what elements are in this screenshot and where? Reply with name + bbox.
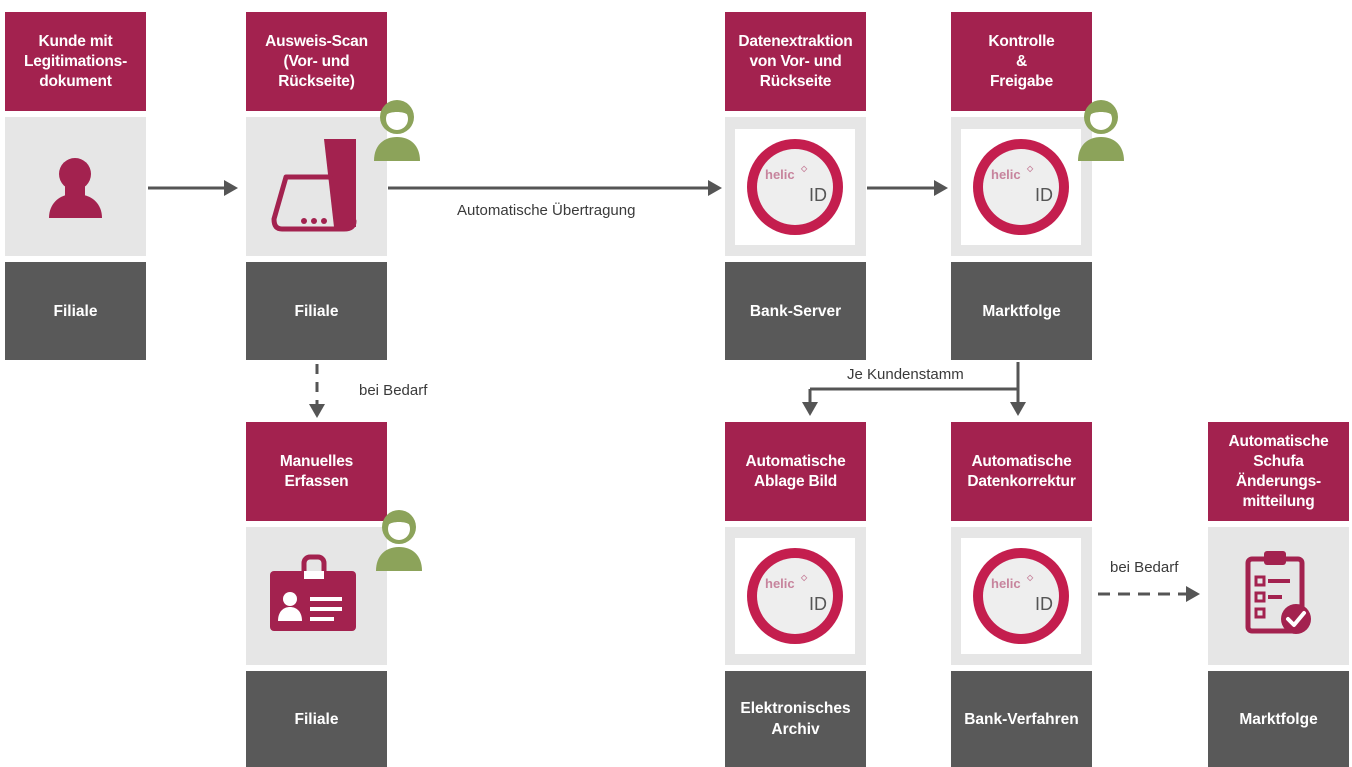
helic-id-logo-icon: helic ◇ ID (747, 548, 843, 644)
panel-extraktion: helic ◇ ID (725, 117, 866, 256)
helic-id-logo-icon: helic ◇ ID (747, 139, 843, 235)
svg-text:◇: ◇ (800, 573, 808, 582)
header-kontrolle: Kontrolle & Freigabe (951, 12, 1092, 111)
helic-logo-frame: helic ◇ ID (735, 538, 855, 654)
header-schufa: Automatische Schufa Änderungs- mitteilun… (1208, 422, 1349, 521)
svg-text:helic: helic (991, 576, 1021, 591)
label-je-kundenstamm: Je Kundenstamm (844, 366, 967, 383)
svg-text:helic: helic (765, 167, 795, 182)
id-card-icon (270, 554, 356, 631)
helic-logo-frame: helic ◇ ID (961, 538, 1081, 654)
panel-ablage: helic ◇ ID (725, 527, 866, 665)
clipboard-check-icon (1245, 551, 1311, 634)
user-badge-icon (1078, 100, 1124, 161)
svg-text:ID: ID (809, 594, 827, 614)
panel-kontrolle: helic ◇ ID (951, 117, 1092, 256)
panel-scan (246, 117, 387, 256)
label-auto-transfer: Automatische Übertragung (457, 202, 636, 219)
label-bei-bedarf-1: bei Bedarf (359, 382, 428, 399)
svg-text:ID: ID (1035, 185, 1053, 205)
svg-text:◇: ◇ (800, 164, 808, 173)
panel-korrektur: helic ◇ ID (951, 527, 1092, 665)
helic-logo-frame: helic ◇ ID (735, 129, 855, 245)
svg-text:◇: ◇ (1026, 573, 1034, 582)
footer-extraktion: Bank-Server (725, 262, 866, 360)
header-extraktion: Datenextraktion von Vor- und Rückseite (725, 12, 866, 111)
helic-id-logo-icon: helic ◇ ID (973, 548, 1069, 644)
footer-schufa: Marktfolge (1208, 671, 1349, 767)
footer-kunde: Filiale (5, 262, 146, 360)
helic-id-logo-icon: helic ◇ ID (973, 139, 1069, 235)
user-badge-icon (374, 100, 420, 161)
footer-kontrolle: Marktfolge (951, 262, 1092, 360)
header-scan: Ausweis-Scan (Vor- und Rückseite) (246, 12, 387, 111)
header-manuell: Manuelles Erfassen (246, 422, 387, 521)
panel-schufa (1208, 527, 1349, 665)
footer-korrektur: Bank-Verfahren (951, 671, 1092, 767)
footer-manuell: Filiale (246, 671, 387, 767)
person-icon (49, 158, 102, 218)
svg-text:helic: helic (765, 576, 795, 591)
svg-text:◇: ◇ (1026, 164, 1034, 173)
panel-kunde (5, 117, 146, 256)
svg-text:helic: helic (991, 167, 1021, 182)
panel-manuell (246, 527, 387, 665)
svg-text:ID: ID (809, 185, 827, 205)
header-kunde: Kunde mit Legitimations- dokument (5, 12, 146, 111)
label-bei-bedarf-2: bei Bedarf (1110, 559, 1179, 576)
header-korrektur: Automatische Datenkorrektur (951, 422, 1092, 521)
footer-ablage: Elektronisches Archiv (725, 671, 866, 767)
header-ablage: Automatische Ablage Bild (725, 422, 866, 521)
user-badge-icon (376, 510, 422, 571)
footer-scan: Filiale (246, 262, 387, 360)
svg-text:ID: ID (1035, 594, 1053, 614)
scanner-icon (271, 139, 357, 232)
helic-logo-frame: helic ◇ ID (961, 129, 1081, 245)
